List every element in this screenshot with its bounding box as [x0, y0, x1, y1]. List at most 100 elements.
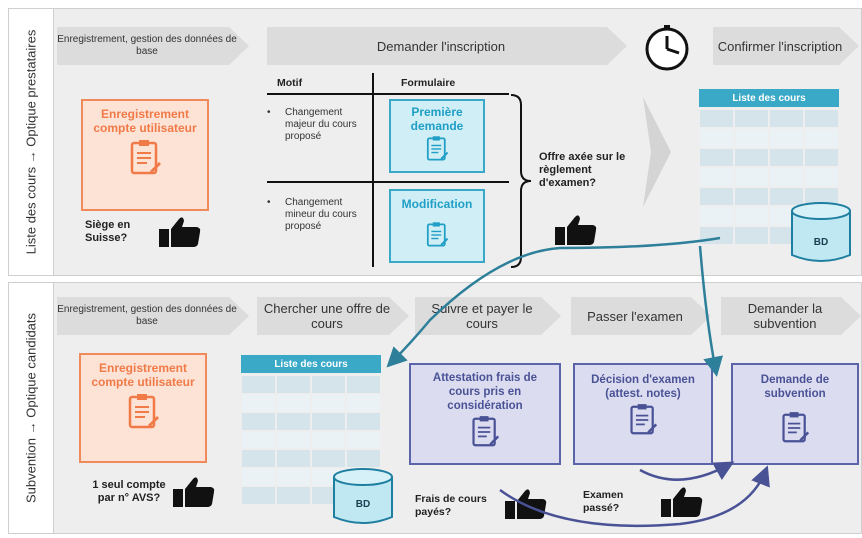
top-side-label-area: Liste des cours → Optique prestataires — [9, 9, 54, 275]
form-icon — [472, 416, 500, 447]
form-icon — [128, 394, 159, 429]
database-icon: BD — [791, 202, 851, 262]
table-cell — [312, 413, 345, 430]
top-step-request: Demander l'inscription — [267, 27, 627, 65]
fees-paid-question: Frais de cours payés? — [415, 493, 487, 518]
subsidy-request-box: Demande de subvention — [731, 363, 859, 465]
table-cell — [735, 110, 768, 128]
bottom-step-exam: Passer l'examen — [571, 297, 711, 335]
form-icon — [426, 136, 449, 161]
table-cell — [770, 148, 803, 167]
thumbs-up-icon — [661, 487, 703, 517]
form-first-request: Première demande — [389, 99, 485, 173]
table-cell — [805, 129, 838, 147]
top-table-title: Liste des cours — [699, 89, 839, 107]
thumbs-up-icon — [159, 217, 201, 247]
table-cell — [770, 110, 803, 128]
table-cell — [700, 168, 733, 186]
table-cell — [242, 487, 275, 504]
table-cell — [312, 450, 345, 467]
form-icon — [130, 140, 161, 175]
motif-1: • Changement majeur du cours proposé — [267, 107, 357, 142]
table-cell — [312, 431, 345, 449]
table-cell — [242, 468, 275, 486]
table-cell — [347, 450, 380, 467]
flow-arrow — [643, 97, 671, 207]
table-cell — [805, 168, 838, 186]
bottom-step-pay: Suivre et payer le cours — [415, 297, 561, 335]
table-hline-top — [267, 93, 509, 95]
bottom-step-search: Chercher une offre de cours — [257, 297, 409, 335]
thumbs-up-icon — [505, 489, 547, 519]
brace — [510, 94, 532, 268]
table-cell — [770, 168, 803, 186]
form-icon — [426, 222, 449, 247]
bottom-side-label: Subvention → Optique candidats — [23, 312, 39, 504]
table-cell — [347, 431, 380, 449]
siege-question: Siège en Suisse? — [85, 219, 131, 244]
form-icon — [782, 412, 810, 443]
attestation-box: Attestation frais de cours pris en consi… — [409, 363, 561, 465]
decision-box: Décision d'examen (attest. notes) — [573, 363, 713, 465]
table-cell — [277, 468, 310, 486]
table-cell — [700, 110, 733, 128]
table-cell — [735, 129, 768, 147]
bottom-db-label: BD — [356, 499, 370, 510]
table-cell — [347, 413, 380, 430]
table-cell — [735, 207, 768, 225]
table-cell — [735, 226, 768, 244]
offer-question: Offre axée sur le règlement d'examen? — [539, 151, 626, 189]
table-cell — [277, 431, 310, 449]
table-cell — [312, 394, 345, 412]
top-side-label: Liste des cours → Optique prestataires — [23, 29, 39, 255]
bottom-step-subsidy: Demander la subvention — [721, 297, 861, 335]
col-motif: Motif — [277, 77, 303, 89]
table-cell — [735, 187, 768, 206]
table-cell — [805, 148, 838, 167]
table-cell — [700, 226, 733, 244]
top-db-label: BD — [814, 237, 828, 248]
thumbs-up-icon — [555, 215, 597, 245]
table-cell — [735, 168, 768, 186]
table-cell — [242, 431, 275, 449]
table-cell — [312, 376, 345, 393]
thumbs-up-icon — [173, 477, 215, 507]
top-account-box: Enregistrement compte utilisateur — [81, 99, 209, 211]
table-cell — [277, 394, 310, 412]
table-cell — [735, 148, 768, 167]
top-panel: Liste des cours → Optique prestataires E… — [8, 8, 862, 276]
table-cell — [805, 187, 838, 206]
bottom-account-box: Enregistrement compte utilisateur — [79, 353, 207, 463]
table-cell — [242, 394, 275, 412]
table-hline-mid — [267, 181, 509, 183]
clock-icon — [645, 25, 689, 71]
table-cell — [277, 413, 310, 430]
table-cell — [700, 148, 733, 167]
table-cell — [700, 129, 733, 147]
table-cell — [277, 450, 310, 467]
exam-passed-question: Examen passé? — [583, 489, 624, 514]
table-vline — [372, 73, 374, 267]
bottom-table-title: Liste des cours — [241, 355, 381, 373]
col-formulaire: Formulaire — [401, 77, 456, 89]
bottom-panel: Subvention → Optique candidats Enregistr… — [8, 282, 862, 534]
database-icon: BD — [333, 468, 393, 524]
form-modification: Modification — [389, 189, 485, 263]
bottom-step-registration: Enregistrement, gestion des données de b… — [57, 297, 249, 335]
table-cell — [805, 110, 838, 128]
form-icon — [630, 404, 658, 435]
table-cell — [347, 394, 380, 412]
table-cell — [277, 376, 310, 393]
table-cell — [277, 487, 310, 504]
bottom-side-label-area: Subvention → Optique candidats — [9, 283, 54, 533]
table-cell — [770, 129, 803, 147]
table-cell — [700, 207, 733, 225]
one-account-question: 1 seul compte par n° AVS? — [92, 479, 166, 504]
table-cell — [242, 376, 275, 393]
table-cell — [700, 187, 733, 206]
table-cell — [242, 450, 275, 467]
motif-2: • Changement mineur du cours proposé — [267, 197, 357, 232]
table-cell — [347, 376, 380, 393]
table-cell — [770, 187, 803, 206]
table-cell — [242, 413, 275, 430]
